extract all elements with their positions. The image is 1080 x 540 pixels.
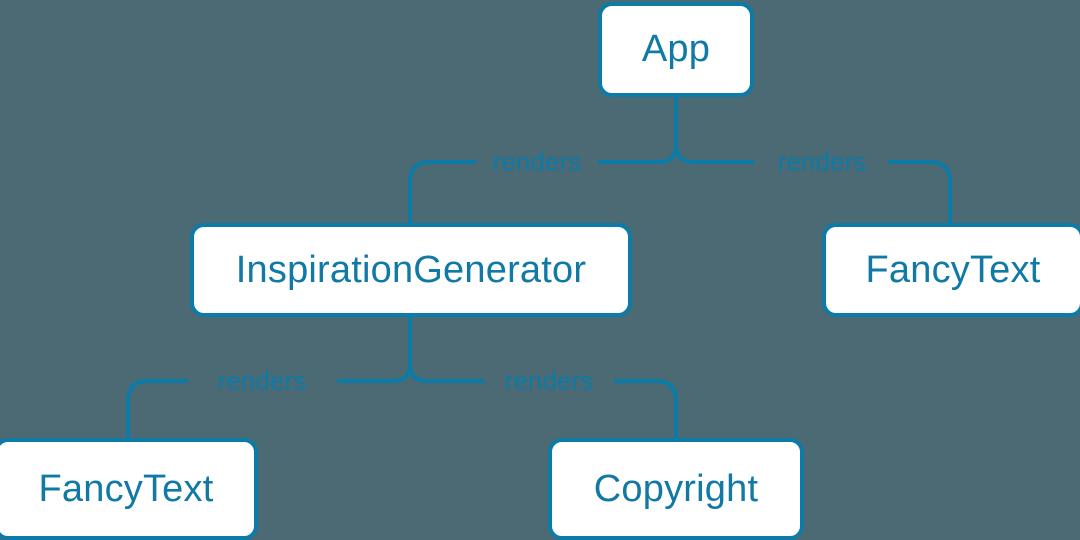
node-app[interactable]: App [598, 2, 754, 97]
node-fancytext-right-label: FancyText [865, 248, 1041, 291]
edge-inspirationgenerator-trunk-right [408, 363, 484, 383]
edge-label-inspirationgenerator-to-copyright: renders [504, 365, 594, 396]
node-copyright[interactable]: Copyright [548, 438, 804, 540]
node-app-label: App [641, 28, 711, 70]
node-copyright-label: Copyright [593, 467, 759, 510]
node-fancytext-left[interactable]: FancyText [0, 438, 258, 540]
node-fancytext-left-label: FancyText [38, 467, 214, 510]
edge-inspirationgenerator-to-fancytext [126, 379, 188, 440]
edge-inspirationgenerator-trunk [337, 317, 412, 383]
edge-app-to-fancytext [888, 160, 952, 223]
edge-label-app-to-fancytext: renders [777, 146, 867, 177]
edge-inspirationgenerator-to-copyright [614, 379, 678, 440]
edge-app-to-inspirationgenerator [408, 160, 476, 223]
edge-label-inspirationgenerator-to-fancytext: renders [217, 365, 307, 396]
node-inspirationgenerator-label: InspirationGenerator [235, 248, 587, 291]
node-inspirationgenerator[interactable]: InspirationGenerator [190, 223, 632, 317]
edge-app-trunk [598, 97, 678, 164]
edge-label-app-to-inspirationgenerator: renders [492, 146, 582, 177]
edge-app-trunk-right [674, 144, 754, 164]
node-fancytext-right[interactable]: FancyText [822, 223, 1080, 317]
